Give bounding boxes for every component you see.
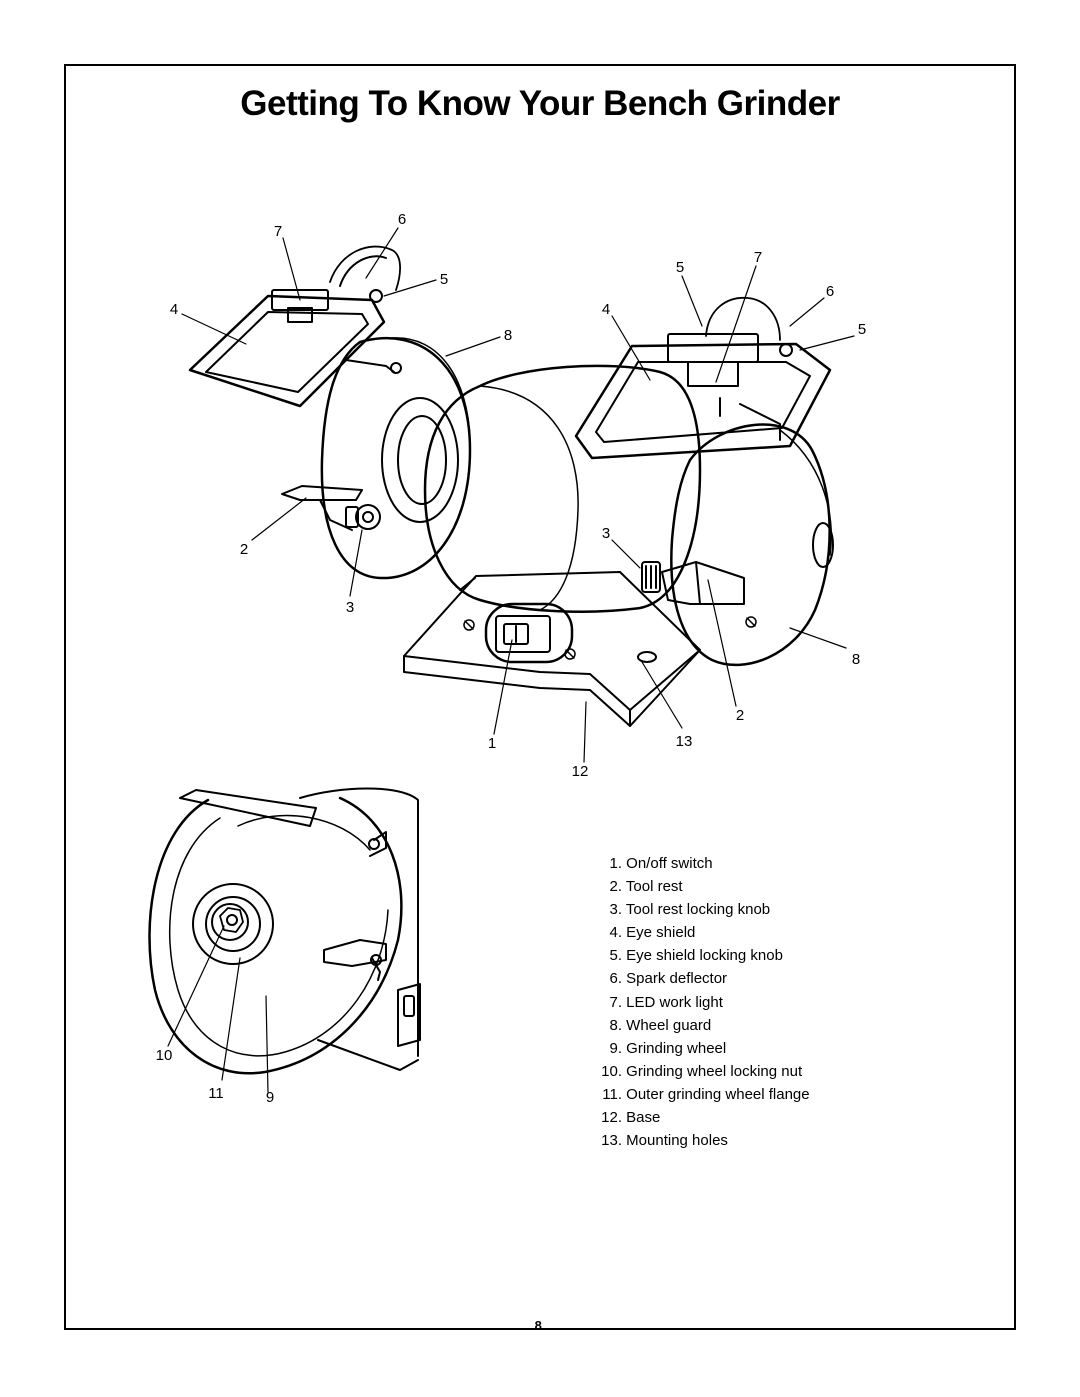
callout-8-right: 8 — [852, 651, 860, 668]
detail-leader-lines — [167, 925, 269, 1093]
page-border — [64, 64, 1016, 1330]
right-spark-deflector — [705, 297, 793, 357]
left-tool-rest — [281, 485, 363, 531]
callout-7-left: 7 — [274, 223, 282, 240]
parts-list-item: 3. Tool rest locking knob — [609, 901, 771, 919]
callout-8-left: 8 — [504, 327, 512, 344]
callout-10: 10 — [156, 1047, 173, 1064]
callout-5-left: 5 — [440, 271, 448, 288]
parts-list-item: 11. Outer grinding wheel flange — [602, 1085, 810, 1103]
parts-list-item: 2. Tool rest — [609, 878, 683, 896]
callout-1: 1 — [488, 735, 496, 752]
callout-3-right: 3 — [602, 525, 610, 542]
main-callouts: 7 6 5 4 8 2 3 1 12 5 7 6 4 5 3 8 2 13 — [170, 211, 866, 780]
left-eye-shield — [188, 289, 402, 408]
parts-list-item: 5. Eye shield locking knob — [609, 947, 783, 965]
callout-5-right-top: 5 — [676, 259, 684, 276]
page-title: Getting To Know Your Bench Grinder — [240, 84, 840, 123]
mounting-hole-icon — [637, 651, 657, 663]
grinder-base — [403, 571, 701, 727]
motor-housing — [423, 364, 702, 613]
callout-2-right: 2 — [736, 707, 744, 724]
parts-list: 1. On/off switch 2. Tool rest 3. Tool re… — [590, 852, 810, 1152]
left-spark-deflector — [329, 245, 401, 303]
parts-list-item: 4. Eye shield — [609, 924, 696, 942]
right-eye-shield — [574, 333, 832, 460]
right-tool-rest — [661, 561, 745, 605]
callout-3-left: 3 — [346, 599, 354, 616]
callout-6-right: 6 — [826, 283, 834, 300]
parts-list-item: 8. Wheel guard — [609, 1016, 712, 1034]
callout-4-right: 4 — [602, 301, 610, 318]
parts-list-item: 1. On/off switch — [609, 855, 713, 872]
parts-list-item: 9. Grinding wheel — [609, 1039, 727, 1057]
callout-6-left: 6 — [398, 211, 406, 228]
main-leader-lines — [181, 227, 855, 763]
parts-list-item: 12. Base — [601, 1109, 661, 1127]
parts-list-item: 7. LED work light — [609, 993, 723, 1011]
callout-2-left: 2 — [240, 541, 248, 558]
left-wheel-guard — [320, 336, 472, 580]
callout-13: 13 — [676, 733, 693, 750]
parts-list-item: 13. Mounting holes — [601, 1132, 728, 1150]
right-wheel-guard — [670, 423, 834, 667]
detail-callouts: 10 11 9 — [156, 1047, 275, 1106]
detail-wheel-figure — [148, 787, 421, 1075]
callout-12: 12 — [572, 763, 589, 780]
parts-list-item: 10. Grinding wheel locking nut — [601, 1062, 803, 1080]
right-tool-rest-knob — [641, 561, 661, 593]
base-screws — [463, 619, 576, 660]
page-number: 8. — [534, 1318, 546, 1333]
callout-9: 9 — [266, 1089, 274, 1106]
callout-11: 11 — [208, 1085, 224, 1102]
callout-4-left: 4 — [170, 301, 178, 318]
callout-7-right: 7 — [754, 249, 762, 266]
left-tool-rest-knob — [345, 504, 381, 530]
switch-panel — [484, 602, 574, 664]
callout-5-right: 5 — [858, 321, 866, 338]
parts-list-item: 6. Spark deflector — [609, 970, 728, 988]
